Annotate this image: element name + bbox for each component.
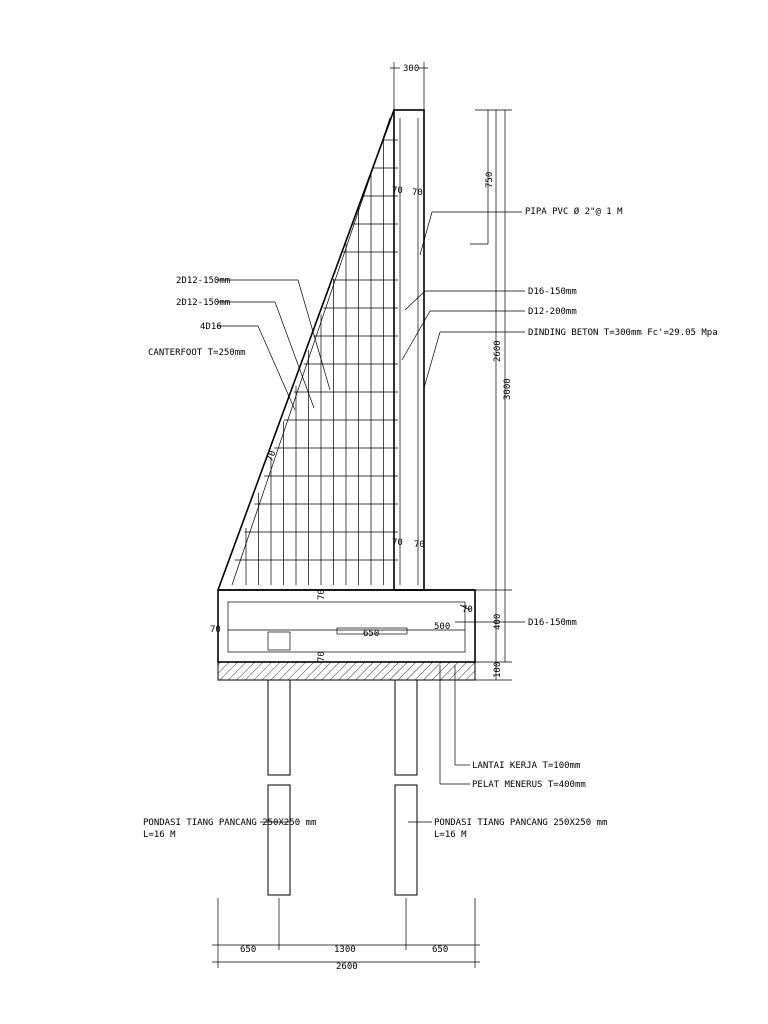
dim-500-inner: 500	[434, 622, 450, 632]
label-d16-150-slab: D16-150mm	[528, 618, 577, 628]
dim-70-a: 70	[392, 186, 403, 196]
label-4d16: 4D16	[200, 322, 222, 332]
label-d12-200: D12-200mm	[528, 307, 577, 317]
dim-70-c: 70	[392, 538, 403, 548]
labels-left: 2D12-150mm 2D12-150mm 4D16 CANTERFOOT T=…	[148, 276, 331, 411]
dim-70-g: 70	[210, 625, 221, 635]
dim-2600-wall: 2600	[493, 340, 503, 362]
dim-650-left: 650	[240, 945, 256, 955]
dim-right: 750 2600 3000 400 100	[470, 109, 513, 681]
dim-100: 100	[493, 662, 503, 678]
dim-650-right: 650	[432, 945, 448, 955]
counterfort-reinforcement	[234, 136, 398, 585]
dim-70-h: 70	[462, 605, 473, 615]
label-counterfort: CANTERFOOT T=250mm	[148, 348, 246, 358]
piles	[267, 679, 418, 896]
label-pile-right-1: PONDASI TIANG PANCANG 250X250 mm	[434, 818, 607, 828]
work-floor	[217, 661, 476, 681]
dim-1300: 1300	[334, 945, 356, 955]
label-2d12-150-a: 2D12-150mm	[176, 276, 230, 286]
dim-70-f: 70	[317, 651, 327, 662]
dim-bottom: 650 1300 650 2600	[212, 898, 480, 972]
dim-70-e: 70	[317, 589, 327, 600]
label-pile-left-1: PONDASI TIANG PANCANG 250X250 mm	[143, 818, 316, 828]
pile-labels: PONDASI TIANG PANCANG 250X250 mm L=16 M …	[143, 818, 607, 840]
dim-650-inner: 650	[363, 629, 379, 639]
label-2d12-150-b: 2D12-150mm	[176, 298, 230, 308]
cover-dims: 70 70 70 70 70 70 70 70 70 650 500	[210, 186, 473, 662]
dim-70-d: 70	[414, 540, 425, 550]
label-pile-left-2: L=16 M	[143, 830, 176, 840]
label-d16-150: D16-150mm	[528, 287, 577, 297]
label-pile-right-2: L=16 M	[434, 830, 467, 840]
wall-outline	[217, 109, 475, 591]
dim-70-i: 70	[265, 449, 278, 463]
label-continuous-slab: PELAT MENERUS T=400mm	[472, 780, 586, 790]
dim-750: 750	[485, 172, 495, 188]
label-concrete-wall: DINDING BETON T=300mm Fc'=29.05 Mpa	[528, 328, 718, 338]
label-pvc-pipe: PIPA PVC Ø 2"@ 1 M	[525, 206, 623, 217]
dim-2600-base: 2600	[336, 962, 358, 972]
dim-3000: 3000	[503, 378, 513, 400]
labels-right: PIPA PVC Ø 2"@ 1 M D16-150mm D12-200mm D…	[401, 206, 718, 790]
label-work-floor: LANTAI KERJA T=100mm	[472, 761, 580, 771]
wall-rebar	[231, 117, 419, 586]
dim-300: 300	[403, 64, 419, 74]
dim-top-width: 300	[390, 62, 428, 110]
dim-70-b: 70	[412, 188, 423, 198]
